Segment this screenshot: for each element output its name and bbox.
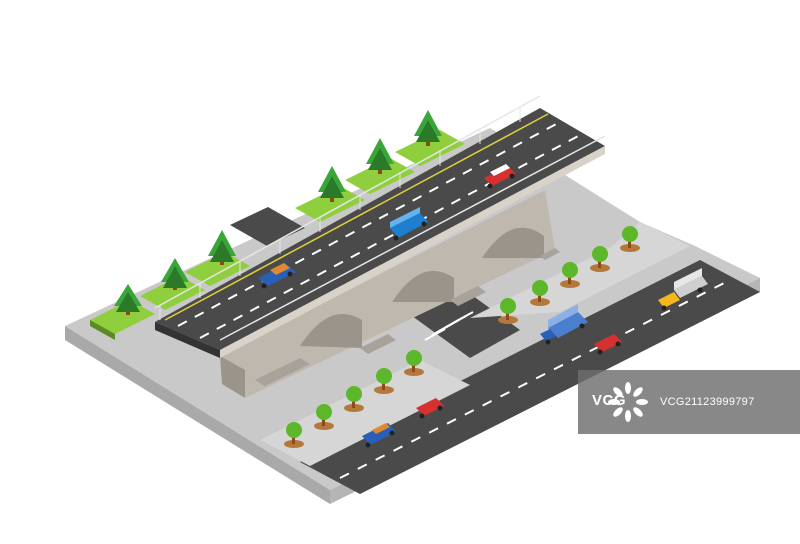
car-icon <box>594 334 622 355</box>
grass-strip <box>90 130 465 340</box>
bush-icon <box>284 226 640 448</box>
car-icon <box>362 423 396 448</box>
truck-icon <box>658 268 708 311</box>
bus-icon <box>390 207 428 241</box>
tree-icon <box>161 258 189 290</box>
car-icon <box>416 398 444 419</box>
car-icon <box>484 164 516 189</box>
watermark-brand: VCG <box>592 392 626 409</box>
tree-icon <box>208 230 236 265</box>
tree-icon <box>366 138 394 174</box>
bridge-deck <box>154 95 606 358</box>
bridge-structure <box>220 190 560 398</box>
car-icon <box>258 263 296 289</box>
watermark-box: VCG VCG21123999797 <box>578 370 800 434</box>
watermark-logo-icon <box>608 382 648 422</box>
tree-icon <box>318 166 346 202</box>
tree-icon <box>414 110 442 146</box>
truck-icon <box>540 304 588 345</box>
watermark-id: VCG21123999797 <box>660 396 755 408</box>
tree-icon <box>114 284 142 315</box>
